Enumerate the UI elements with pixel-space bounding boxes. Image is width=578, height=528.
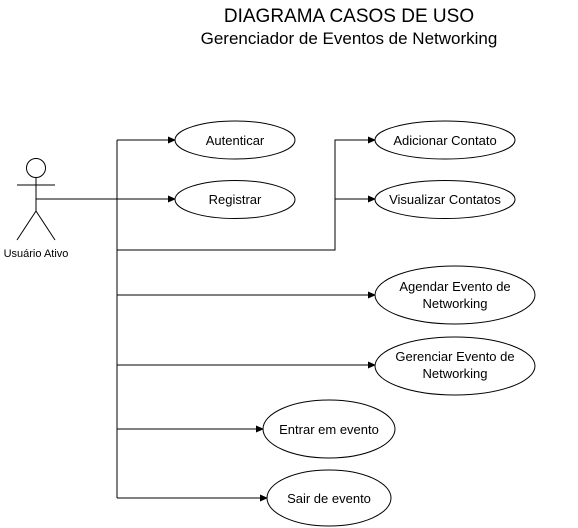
use-case-shape [374,265,536,325]
use-case-shape [266,469,392,527]
use-case-registrar[interactable]: Registrar [174,180,296,219]
use-case-autenticar[interactable]: Autenticar [174,120,296,160]
connector-adicionar-contato [117,136,376,251]
use-case-sair-evento[interactable]: Sair de evento [266,469,392,527]
use-case-label: Visualizar Contatos [389,192,501,207]
actor-label: Usuário Ativo [4,248,69,260]
use-case-shape [262,399,396,459]
use-case-agendar-evento[interactable]: Agendar Evento de Networking [374,265,536,325]
use-case-shape [174,120,296,160]
use-case-label-line1: Agendar Evento de [399,279,510,294]
use-case-label: Adicionar Contato [393,133,496,148]
use-case-visualizar-contatos[interactable]: Visualizar Contatos [374,180,516,219]
use-case-shape [374,336,536,396]
diagram-title: DIAGRAMA CASOS DE USO [224,6,474,27]
use-case-label-line2: Networking [422,366,487,381]
use-case-label: Autenticar [206,133,265,148]
use-case-shape [174,180,296,219]
use-case-label-line2: Networking [422,296,487,311]
actor-head [26,158,46,178]
use-case-gerenciar-evento[interactable]: Gerenciar Evento de Networking [374,336,536,396]
diagram-subtitle: Gerenciador de Eventos de Networking [201,29,498,48]
actor-legs [16,210,56,241]
use-case-entrar-evento[interactable]: Entrar em evento [262,399,396,459]
use-case-shape [374,180,516,219]
use-case-adicionar-contato[interactable]: Adicionar Contato [374,120,516,160]
connectors [36,136,376,502]
use-case-label: Sair de evento [287,491,371,506]
actor-usuario-ativo[interactable]: Usuário Ativo [4,158,69,261]
use-case-shape [374,120,516,160]
use-case-label-line1: Gerenciar Evento de [395,349,514,364]
use-case-label: Entrar em evento [279,422,379,437]
use-case-label: Registrar [209,192,262,207]
